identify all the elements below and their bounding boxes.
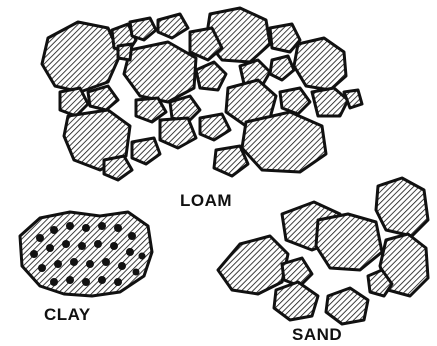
loam-grain <box>42 22 120 92</box>
loam-grain <box>158 14 188 38</box>
loam-label: LOAM <box>180 191 232 210</box>
sand-grain <box>274 282 318 320</box>
loam-aggregate <box>42 8 362 180</box>
sand-grain <box>218 236 288 294</box>
loam-grain <box>124 42 196 102</box>
loam-grain <box>242 112 326 172</box>
sand-aggregate <box>218 178 428 324</box>
clay-aggregate <box>20 212 152 296</box>
loam-grain <box>88 86 118 110</box>
loam-grain <box>294 38 346 90</box>
loam-grain <box>104 156 132 180</box>
sand-grain <box>326 288 368 324</box>
loam-grain <box>270 24 300 52</box>
loam-grain <box>132 138 160 164</box>
loam-grain <box>130 18 156 40</box>
loam-grain <box>270 56 294 80</box>
loam-grain <box>280 88 310 114</box>
clay-label: CLAY <box>44 305 91 324</box>
loam-grain <box>160 118 196 148</box>
loam-grain <box>196 62 226 90</box>
sand-label: SAND <box>292 325 342 344</box>
loam-grain <box>214 146 248 176</box>
sand-grain <box>316 214 382 270</box>
loam-grain <box>118 44 132 60</box>
sand-grain <box>376 178 428 236</box>
loam-grain <box>200 114 230 140</box>
